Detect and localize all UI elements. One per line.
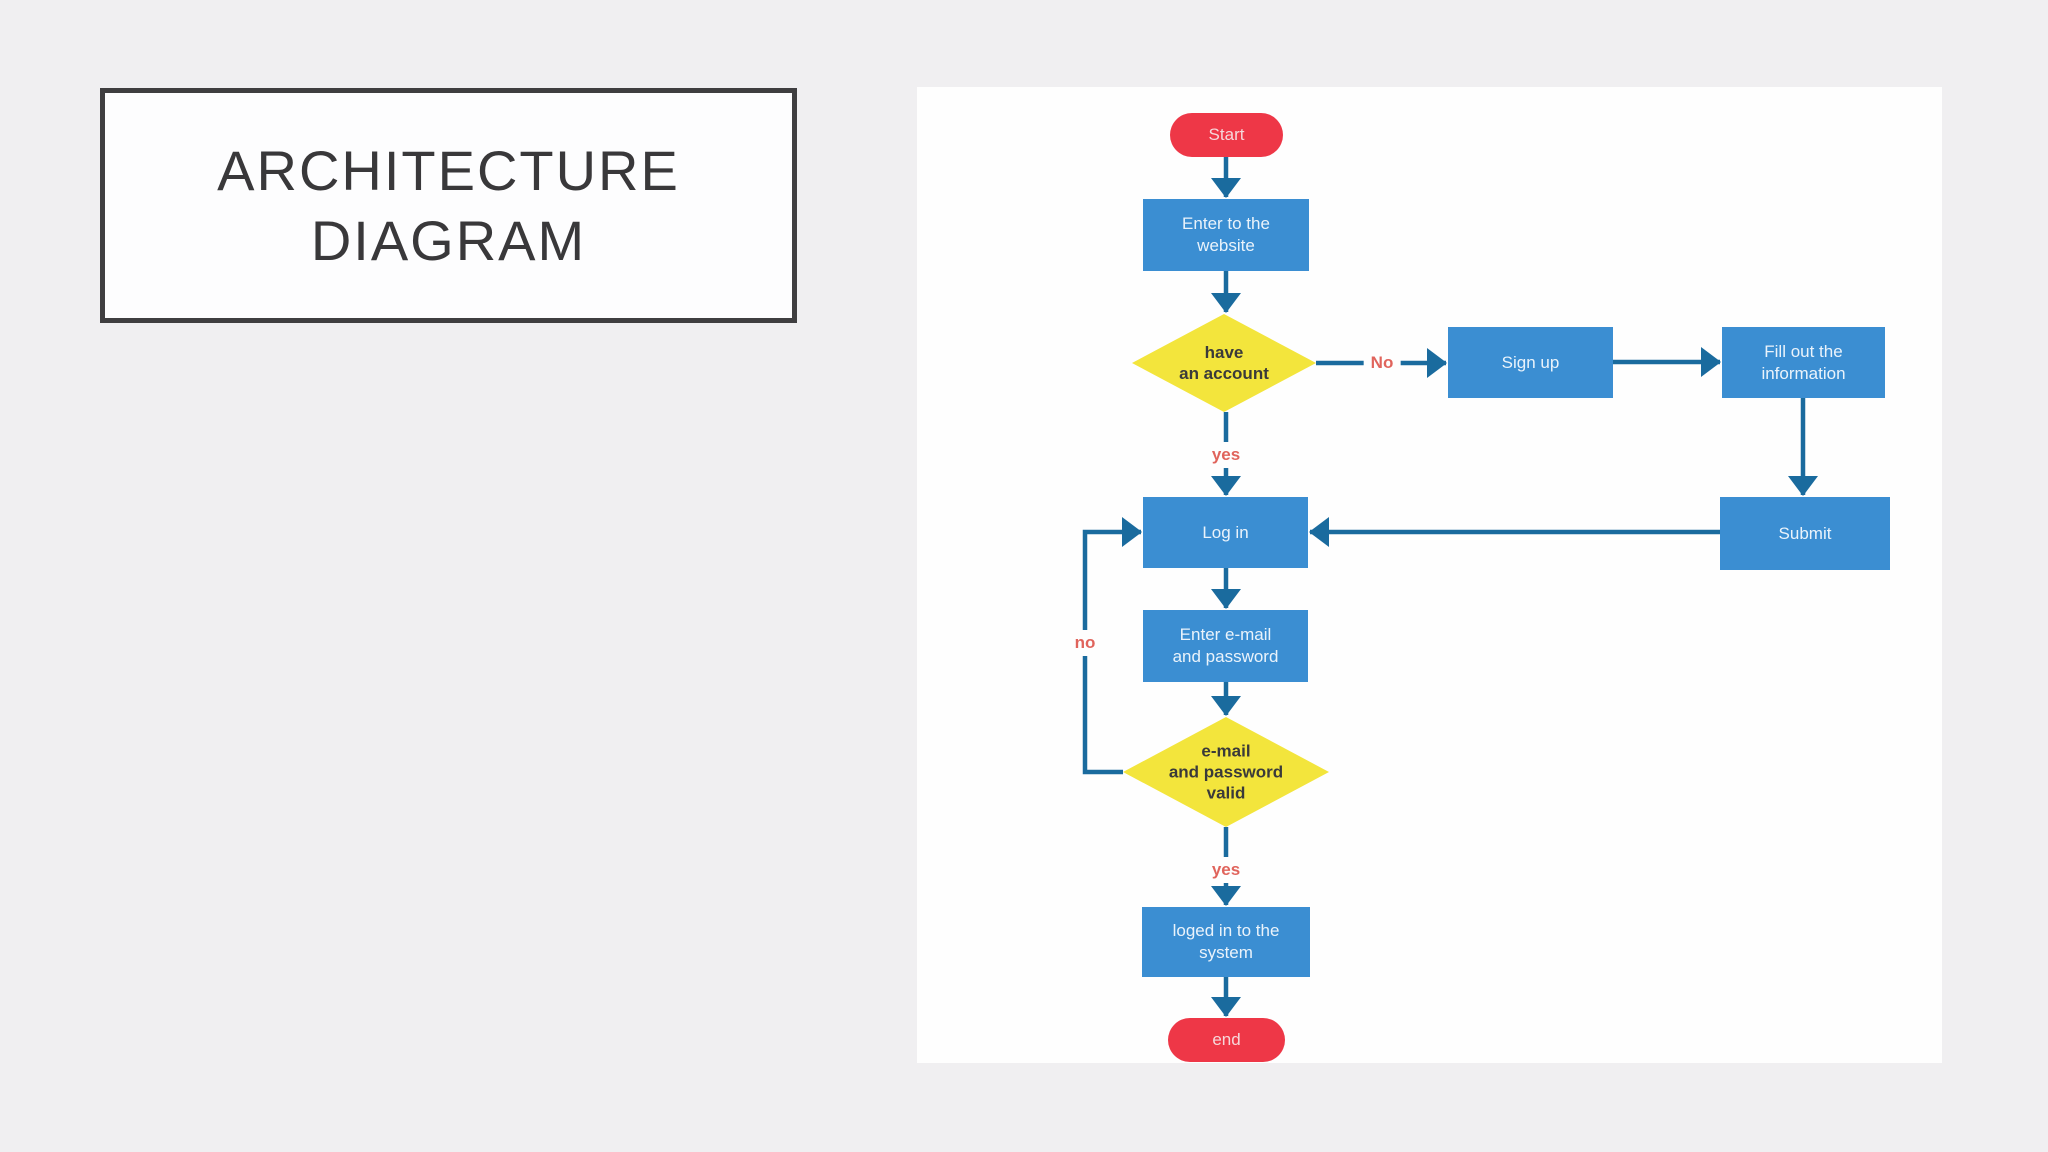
decision-have-account-label: have an account bbox=[1179, 343, 1269, 383]
node-enter-website: Enter to the website bbox=[1143, 199, 1309, 271]
edge-label-no-account: No bbox=[1363, 350, 1401, 376]
node-submit-label: Submit bbox=[1778, 523, 1832, 543]
node-end-label: end bbox=[1212, 1030, 1241, 1049]
flowchart-canvas bbox=[1082, 157, 1818, 1017]
slide-title-line-2: DIAGRAM bbox=[310, 208, 587, 272]
node-loged-in-system: loged in to the system bbox=[1142, 907, 1310, 977]
decision-email-valid-label: e-mail and password valid bbox=[1168, 741, 1284, 803]
node-enter-website-label: Enter to the website bbox=[1182, 214, 1270, 255]
node-sign-up: Sign up bbox=[1448, 327, 1613, 398]
edge-label-yes-valid: yes bbox=[1204, 857, 1248, 883]
edge-label-no-valid: no bbox=[1067, 630, 1103, 656]
node-enter-email-password-label: Enter e-mail and password bbox=[1172, 625, 1279, 666]
node-end: end bbox=[1168, 1018, 1285, 1062]
decision-email-valid-shape bbox=[1123, 717, 1329, 827]
edge-label-yes-account: yes bbox=[1204, 442, 1248, 468]
node-log-in: Log in bbox=[1143, 497, 1308, 568]
node-fill-out-information: Fill out the information bbox=[1722, 327, 1885, 398]
title-box: ARCHITECTURE DIAGRAM bbox=[100, 88, 797, 323]
node-start-label: Start bbox=[1208, 125, 1245, 144]
node-start: Start bbox=[1170, 113, 1283, 157]
node-sign-up-label: Sign up bbox=[1501, 352, 1560, 372]
decision-have-account-shape bbox=[1132, 314, 1316, 412]
node-fill-out-information-label: Fill out the information bbox=[1761, 341, 1846, 383]
slide-title-line-1: ARCHITECTURE bbox=[217, 138, 680, 202]
flowchart-panel: Start Enter to the website Sign up Fill … bbox=[917, 87, 1942, 1063]
node-submit: Submit bbox=[1720, 497, 1890, 570]
node-enter-email-password: Enter e-mail and password bbox=[1143, 610, 1308, 682]
node-loged-in-system-label: loged in to the system bbox=[1172, 921, 1280, 962]
node-log-in-label: Log in bbox=[1202, 522, 1249, 542]
